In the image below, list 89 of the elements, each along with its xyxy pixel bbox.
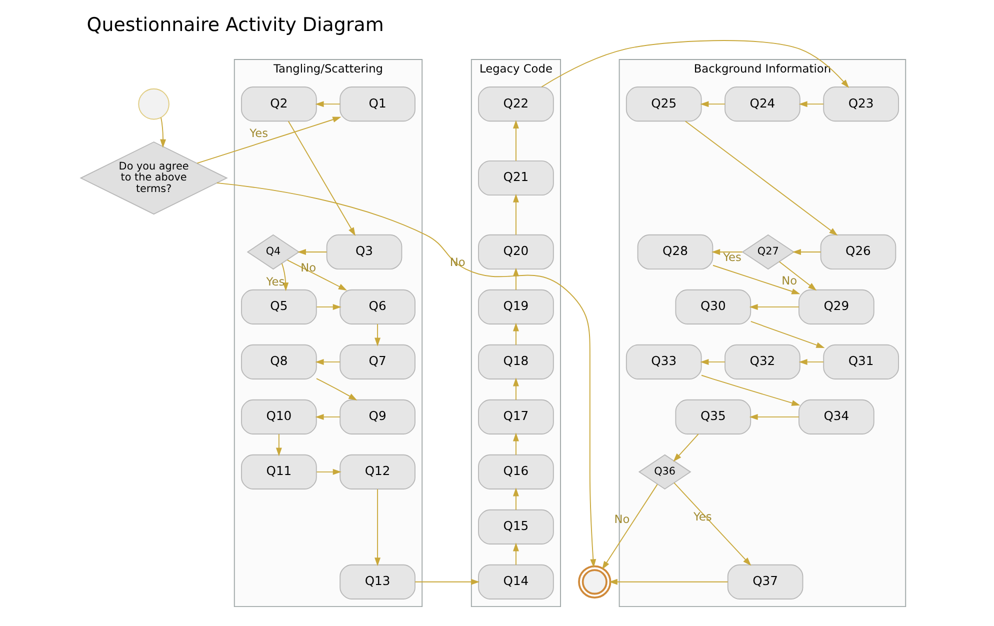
node-box: Q2 (241, 86, 317, 122)
arrow (216, 182, 596, 568)
edge-label: Yes (723, 250, 742, 264)
arrow (288, 120, 356, 236)
arrow (700, 358, 726, 365)
edge-label: No (614, 512, 630, 526)
node-box: Q8 (241, 344, 317, 380)
arrow (749, 414, 800, 420)
arrow (512, 120, 519, 162)
node-diamond: Q27 (742, 234, 795, 270)
node-box: Q28 (637, 234, 714, 270)
node-box: Q33 (626, 344, 702, 380)
node-circle (138, 88, 170, 120)
node-box: Q13 (340, 564, 416, 600)
node-box: Q16 (478, 454, 554, 490)
arrow (701, 374, 800, 406)
arrow (160, 117, 166, 148)
node-box: Q23 (823, 86, 899, 122)
node-box: Q20 (478, 234, 554, 270)
arrow (512, 488, 519, 510)
node-box: Q17 (478, 399, 554, 434)
node-box: Q9 (340, 399, 416, 434)
node-box: Q32 (724, 344, 800, 380)
node-box: Q29 (798, 289, 874, 324)
arrow (374, 324, 381, 346)
arrow (316, 378, 358, 400)
arrow (286, 260, 348, 290)
arrow (512, 194, 519, 236)
node-box: Q35 (675, 399, 752, 434)
node-box: Q7 (340, 344, 416, 380)
node-box: Q24 (724, 86, 800, 122)
arrow (608, 578, 728, 585)
node-box: Q31 (823, 344, 899, 380)
node-diamond: Q4 (246, 234, 300, 270)
edge-label: No (300, 260, 316, 275)
diagram-title: Questionnaire Activity Diagram (86, 14, 384, 36)
arrow (315, 101, 340, 108)
node-box: Q25 (626, 86, 702, 122)
node-diamond: Do you agree to the above terms? (80, 141, 228, 215)
arrow (281, 262, 289, 292)
node-box: Q19 (478, 289, 554, 324)
arrow (798, 358, 824, 365)
node-box: Q18 (478, 344, 554, 380)
node-box: Q15 (478, 509, 554, 544)
node-box: Q6 (340, 289, 416, 324)
arrow (315, 414, 340, 420)
node-box: Q37 (727, 564, 804, 600)
arrow (749, 304, 800, 310)
arrow (750, 320, 825, 348)
arrow (674, 482, 752, 566)
arrow (512, 542, 519, 566)
node-box: Q12 (340, 454, 416, 490)
node-box: Q30 (675, 289, 752, 324)
edge-label: Yes (250, 126, 268, 140)
arrow (712, 248, 743, 255)
arrow (276, 434, 282, 456)
arrow (792, 248, 822, 255)
arrow (602, 484, 658, 570)
arrow (512, 378, 519, 400)
arrow (297, 248, 328, 255)
arrow (684, 120, 838, 236)
node-box: Q1 (340, 86, 416, 122)
edge-label: Yes (266, 274, 285, 288)
arrow (778, 261, 817, 291)
node-box: Q5 (241, 289, 317, 324)
node-box: Q3 (326, 234, 402, 270)
node-box: Q11 (241, 454, 317, 490)
arrow (512, 432, 519, 456)
node-box: Q14 (478, 564, 554, 600)
node-box: Q26 (820, 234, 896, 270)
arrow (712, 264, 800, 294)
arrow (414, 578, 480, 585)
arrow (374, 488, 381, 566)
arrow (541, 40, 850, 88)
node-circle (578, 565, 612, 598)
arrow (315, 358, 340, 365)
node-box: Q10 (241, 399, 317, 434)
node-box: Q21 (478, 160, 554, 196)
arrow (512, 322, 519, 346)
arrow (316, 304, 342, 310)
arrow (316, 468, 342, 475)
arrow (673, 434, 699, 462)
edge-label: No (782, 274, 798, 288)
arrow (512, 268, 519, 290)
arrow (196, 116, 342, 164)
arrow (700, 101, 726, 108)
arrow (798, 101, 824, 108)
node-box: Q34 (798, 399, 874, 434)
node-box: Q22 (478, 86, 554, 122)
